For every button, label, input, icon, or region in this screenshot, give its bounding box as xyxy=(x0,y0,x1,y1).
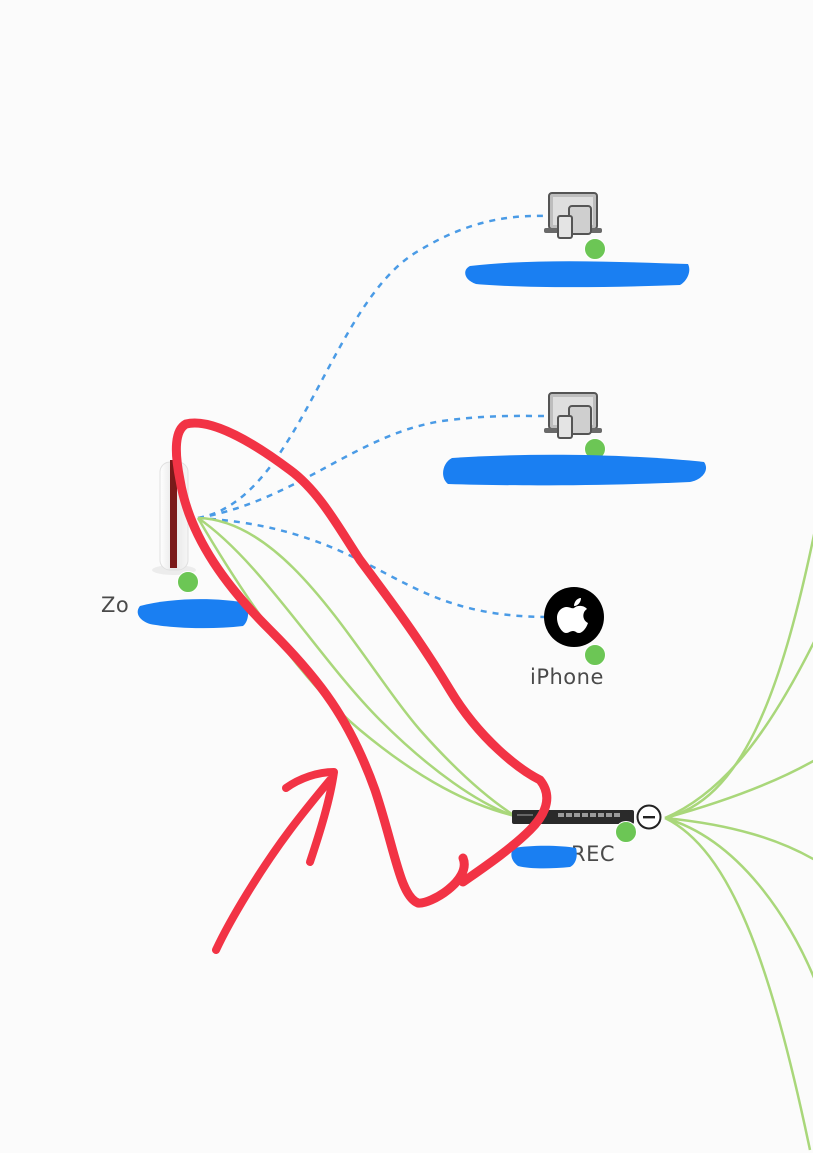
switch-status-dot xyxy=(615,821,637,843)
minus-circle-icon xyxy=(636,804,662,830)
device-1-node[interactable] xyxy=(543,190,605,242)
iphone-status-dot xyxy=(584,644,606,666)
device-2-status-dot xyxy=(584,438,606,460)
switch-label: REC xyxy=(571,842,616,866)
wired-link-switch-out-6 xyxy=(664,816,812,1151)
wired-link-switch-out-3 xyxy=(664,759,813,820)
wired-link-switch-out-1 xyxy=(664,533,813,820)
device-1-status-dot xyxy=(584,238,606,260)
router-icon xyxy=(152,460,196,575)
device-2-node[interactable] xyxy=(543,390,605,442)
router-node[interactable] xyxy=(148,456,208,576)
iphone-label: iPhone xyxy=(530,665,604,689)
router-label: Zo xyxy=(101,593,130,617)
wired-link-switch-out-2 xyxy=(664,641,813,820)
wired-link-switch-out-5 xyxy=(664,816,813,979)
iphone-node[interactable] xyxy=(543,587,605,649)
wired-links xyxy=(196,516,813,1151)
wifi-link-device-2 xyxy=(197,414,549,520)
wired-link-switch-out-4 xyxy=(664,816,813,861)
wifi-link-device-1 xyxy=(197,214,549,520)
wifi-links xyxy=(197,214,549,619)
router-status-dot xyxy=(177,571,199,593)
wired-link-router-switch-b xyxy=(197,516,516,818)
switch-collapse-button[interactable] xyxy=(636,804,662,830)
multi-device-icon xyxy=(544,192,602,239)
multi-device-icon xyxy=(544,392,602,439)
wired-link-router-switch-c xyxy=(196,517,516,818)
wired-link-router-switch-a xyxy=(197,516,516,818)
apple-icon xyxy=(544,587,604,647)
